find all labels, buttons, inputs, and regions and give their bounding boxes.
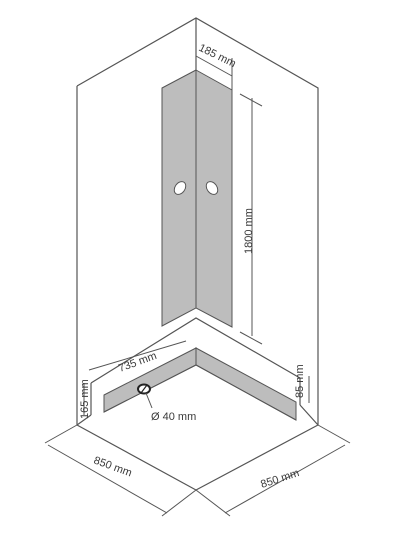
label-drain: Ø 40 mm (151, 411, 196, 423)
dim-850-left-line (47, 444, 168, 514)
dimension-lines (44, 36, 351, 517)
fitting-holes (173, 181, 219, 195)
shower-tray (90, 317, 301, 421)
label-185: 185 mm (197, 42, 238, 70)
dim-850-right-ext-b (317, 424, 351, 444)
floor-right-edge (195, 424, 319, 491)
floor-outline (76, 404, 319, 491)
label-165: 165 mm (79, 379, 91, 419)
label-850-right: 850 mm (259, 467, 301, 491)
right-fitting-hole-icon (205, 181, 219, 195)
tray-floor-edge (103, 364, 297, 421)
dim-185-line (195, 55, 233, 77)
label-85: 85 mm (294, 364, 306, 398)
tray-right-side (195, 347, 297, 421)
dim-850-right-ext-a (195, 489, 231, 517)
dim-850-left-ext-a (44, 424, 78, 444)
drain-leader (145, 392, 153, 409)
dim-735-line (88, 340, 187, 371)
dim-850-left-ext-b (161, 489, 197, 517)
right-panel (195, 69, 233, 328)
dim-1800-tick-top (239, 93, 263, 107)
left-fitting-hole-icon (173, 181, 187, 195)
wall-top-edges (76, 17, 319, 425)
floor-right-corner (299, 404, 319, 426)
dim-850-right-line (224, 444, 346, 514)
floor-left-edge (76, 424, 197, 491)
wall-panels (161, 69, 233, 328)
left-panel (161, 69, 197, 327)
label-1800: 1800 mm (243, 208, 255, 254)
tray-back-rim (90, 317, 301, 384)
drain-slash (140, 384, 148, 394)
label-850-left: 850 mm (92, 455, 133, 480)
floor-left-corner (76, 414, 92, 426)
dim-1800-tick-bottom (239, 331, 263, 345)
